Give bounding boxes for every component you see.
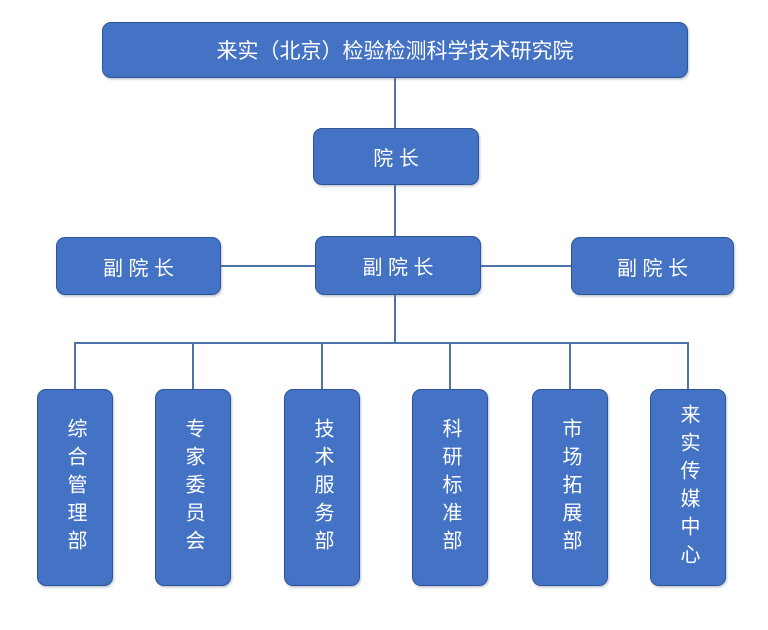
dept-label: 科研标准部 [439,417,461,558]
connector-vp-right [481,265,571,267]
org-box-dept-general-management: 综合管理部 [37,389,113,586]
org-box-dept-technical-services: 技术服务部 [284,389,360,586]
connector-drop-dept-1 [74,342,76,389]
dept-label: 技术服务部 [311,417,333,558]
org-box-dept-media-center: 来实传媒中心 [650,389,726,586]
institute-label: 来实（北京）检验检测科学技术研究院 [216,40,574,63]
connector-drop-dept-4 [449,342,451,389]
connector-drop-dept-5 [569,342,571,389]
president-label: 院 长 [373,148,419,170]
dept-label: 专家委员会 [182,417,204,558]
connector-root-to-president [394,78,396,128]
connector-vp-to-bus [394,295,396,342]
connector-vp-left [221,265,315,267]
vice-president-label: 副 院 长 [362,257,434,279]
connector-drop-dept-6 [687,342,689,389]
org-box-institute: 来实（北京）检验检测科学技术研究院 [102,22,688,78]
connector-drop-dept-2 [192,342,194,389]
connector-president-to-vp [394,185,396,236]
vice-president-label: 副 院 长 [102,257,175,280]
org-box-vice-president-middle: 副 院 长 [315,236,481,295]
org-box-vice-president-left: 副 院 长 [56,237,221,295]
dept-label: 来实传媒中心 [677,403,699,572]
org-box-president: 院 长 [313,128,479,185]
org-box-dept-expert-committee: 专家委员会 [155,389,231,586]
org-box-dept-market-expansion: 市场拓展部 [532,389,608,586]
dept-label: 综合管理部 [64,417,86,558]
org-box-vice-president-right: 副 院 长 [571,237,734,295]
vice-president-label: 副 院 长 [616,257,689,280]
org-box-dept-research-standards: 科研标准部 [412,389,488,586]
dept-label: 市场拓展部 [559,417,581,558]
connector-bus [75,342,689,344]
connector-drop-dept-3 [321,342,323,389]
